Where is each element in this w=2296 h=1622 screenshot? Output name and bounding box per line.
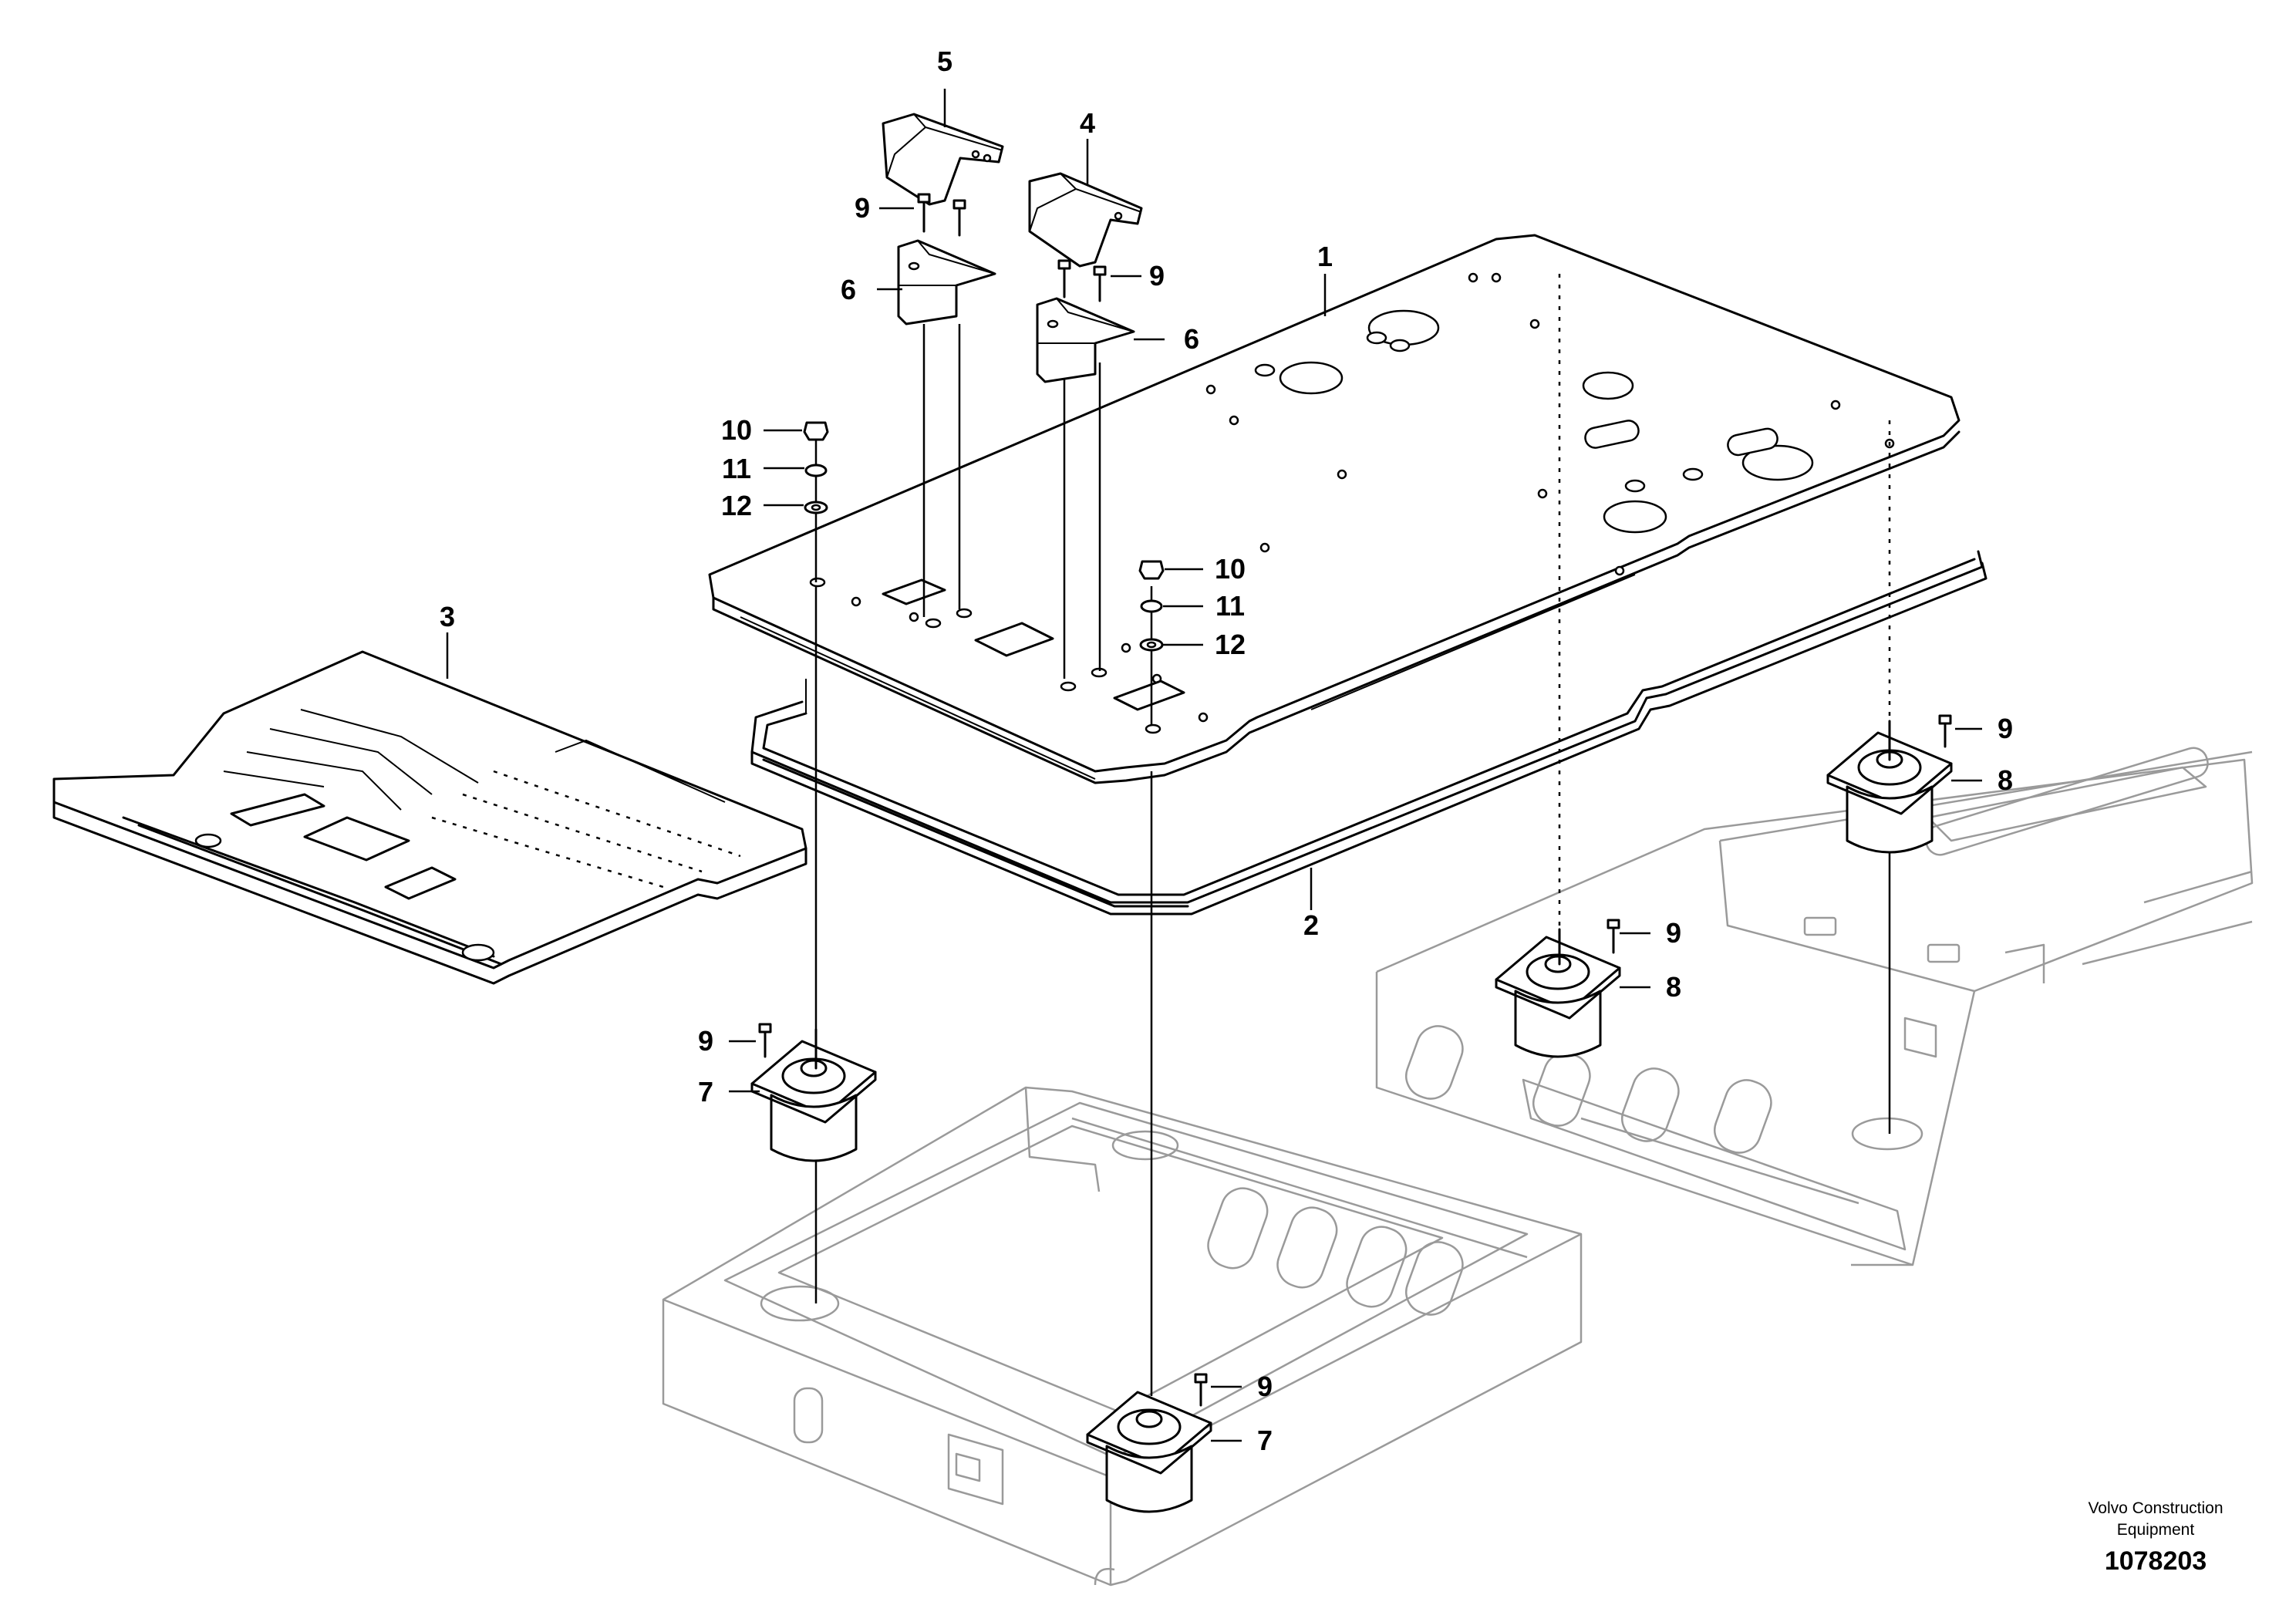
- callout-11-right: 11: [1215, 590, 1245, 622]
- callout-11-left: 11: [722, 453, 751, 484]
- floor-mat: [52, 650, 807, 985]
- document-number: 1078203: [2105, 1546, 2207, 1576]
- callout-7-bottom: 7: [1257, 1425, 1273, 1456]
- floor-plate: [708, 234, 1961, 784]
- callout-12-left: 12: [721, 490, 752, 521]
- cover-4: [1028, 172, 1143, 268]
- callout-4: 4: [1080, 107, 1095, 139]
- nut-washer-stack-right: [1138, 560, 1165, 652]
- callout-leaders: [446, 89, 1982, 1442]
- nut-washer-stack-left: [803, 421, 829, 514]
- rubber-mount-7-bottom: [1086, 1391, 1212, 1513]
- rubber-mount-8-middle: [1495, 928, 1621, 1058]
- callout-10-right: 10: [1215, 553, 1246, 585]
- callout-6-right: 6: [1184, 323, 1199, 355]
- callout-8-middle: 8: [1666, 971, 1681, 1003]
- callout-7-left: 7: [698, 1076, 713, 1108]
- callout-9-mount-bottom: 9: [1257, 1371, 1273, 1402]
- callout-6-left: 6: [841, 274, 856, 305]
- callout-12-right: 12: [1215, 629, 1246, 660]
- callout-labels: 1 2 3 4 5 6 6 7 7 8 8 9 9 9 9 9 9 10 10 …: [440, 46, 2013, 1456]
- callout-1: 1: [1317, 241, 1333, 272]
- credit-line-1: Volvo Construction: [2088, 1499, 2223, 1517]
- rubber-mount-8-right: [1826, 720, 1953, 854]
- callout-9-mount-left: 9: [698, 1025, 713, 1057]
- bracket-6-left: [897, 239, 996, 325]
- callout-9-mount-middle: 9: [1666, 917, 1681, 949]
- right-frame: [1375, 747, 2254, 1266]
- assembly-lines: [814, 274, 1891, 1396]
- rubber-mount-7-left: [750, 1028, 877, 1162]
- callout-9-top-right: 9: [1149, 260, 1165, 292]
- callout-8-right: 8: [1998, 764, 2013, 796]
- callout-10-left: 10: [721, 414, 752, 446]
- credit-line-2: Equipment: [2117, 1521, 2195, 1539]
- callout-3: 3: [440, 601, 455, 632]
- callout-9-mount-right: 9: [1998, 713, 2013, 744]
- seal-strip: [750, 550, 1988, 916]
- callout-9-top-left: 9: [855, 192, 870, 224]
- callout-2: 2: [1303, 909, 1319, 941]
- bolts-9: [758, 193, 1952, 1407]
- credit-block: Volvo Construction Equipment 1078203: [2088, 1499, 2223, 1576]
- cover-5: [882, 113, 1004, 206]
- callout-5: 5: [937, 46, 952, 77]
- bracket-6-right: [1036, 297, 1135, 383]
- upper-frame: [662, 1086, 1583, 1587]
